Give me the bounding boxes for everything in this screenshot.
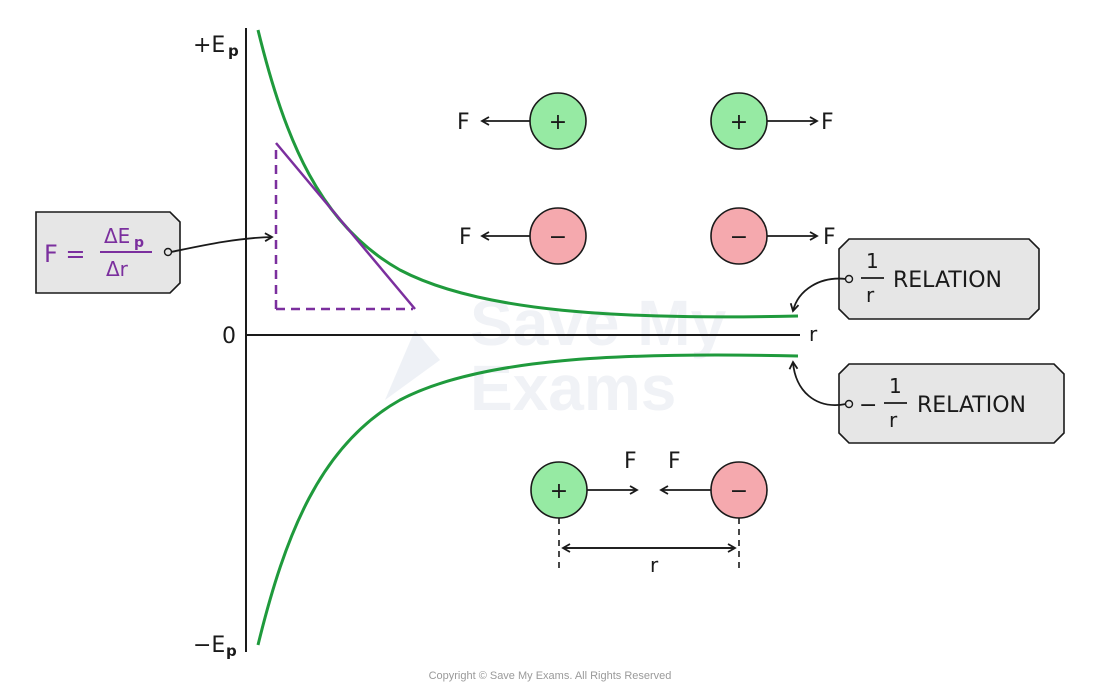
relation-numerator: 1 xyxy=(866,249,879,273)
origin-label: 0 xyxy=(222,324,236,349)
svg-text:p: p xyxy=(226,642,237,660)
relation-denominator: r xyxy=(866,283,875,307)
negative-charge-sign: − xyxy=(549,225,567,250)
force-label: F xyxy=(668,449,681,474)
repulsion-negative-pair: F − − F xyxy=(459,207,836,265)
formula-numerator: ΔE xyxy=(104,224,130,248)
watermark: Save My Exams xyxy=(385,287,727,424)
positive-charge-sign: + xyxy=(549,110,567,135)
svg-text:p: p xyxy=(228,42,239,60)
relation-text: RELATION xyxy=(917,393,1026,418)
force-label: F xyxy=(624,449,637,474)
relation-positive-tag: 1 r RELATION xyxy=(789,238,1040,320)
relation-text: RELATION xyxy=(893,268,1002,293)
positive-charge-sign: + xyxy=(550,479,568,504)
relation-negative-tag: − 1 r RELATION xyxy=(788,360,1065,444)
relation-sign: − xyxy=(859,393,877,418)
y-axis-top-label: +E p xyxy=(193,33,239,60)
gradient-tangent-line xyxy=(275,142,416,310)
svg-text:−E: −E xyxy=(193,633,225,658)
formula-numerator-sub: p xyxy=(134,235,144,251)
force-label: F xyxy=(823,225,836,250)
relation-numerator: 1 xyxy=(889,374,902,398)
attractive-curve xyxy=(256,353,799,646)
separation-label: r xyxy=(650,553,659,577)
watermark-line1: Save My xyxy=(470,287,727,359)
svg-text:+E: +E xyxy=(193,33,225,58)
formula-pointer-arrow xyxy=(170,232,274,253)
negative-charge xyxy=(529,207,587,265)
copyright-text: Copyright © Save My Exams. All Rights Re… xyxy=(429,670,672,682)
force-label: F xyxy=(459,225,472,250)
relation-pointer-arrow xyxy=(788,360,847,406)
y-axis-bottom-label: −E p xyxy=(193,633,237,660)
attraction-pair: + F F − r xyxy=(530,449,768,577)
negative-charge-sign: − xyxy=(730,479,748,504)
formula-lhs: F = xyxy=(44,240,86,268)
repulsive-curve xyxy=(256,29,799,319)
watermark-line2: Exams xyxy=(470,352,676,424)
relation-denominator: r xyxy=(889,408,898,432)
formula-denominator: Δr xyxy=(106,257,129,281)
force-label: F xyxy=(821,110,834,135)
relation-pointer-arrow xyxy=(789,277,847,313)
negative-charge-sign: − xyxy=(730,225,748,250)
repulsion-positive-pair: F + + F xyxy=(457,92,834,150)
formula-tag: F = ΔE p Δr xyxy=(35,211,274,294)
positive-charge xyxy=(529,92,587,150)
x-axis-label: r xyxy=(809,322,818,346)
force-label: F xyxy=(457,110,470,135)
positive-charge-sign: + xyxy=(730,110,748,135)
